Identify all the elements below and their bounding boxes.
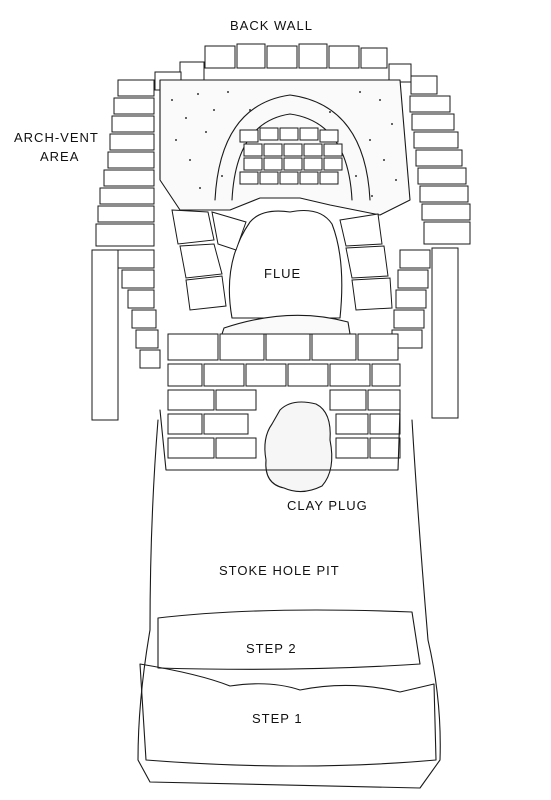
step-2-outline <box>157 609 421 670</box>
arch-vent-label: ARCH-VENT AREA <box>14 128 124 166</box>
right-side-wall <box>391 95 471 419</box>
stoke-hole-pit-outline <box>159 409 401 471</box>
step-1-label: STEP 1 <box>252 711 303 726</box>
flue-jamb-stones <box>171 209 393 311</box>
left-side-wall <box>91 79 161 421</box>
clay-plug <box>264 401 333 493</box>
pit-walls <box>137 419 441 789</box>
flue-opening <box>228 209 343 319</box>
stoke-hole-pit-label: STOKE HOLE PIT <box>219 563 340 578</box>
flue-label: FLUE <box>264 266 302 281</box>
clay-plug-label: CLAY PLUG <box>287 498 368 513</box>
flue-sill <box>221 314 351 335</box>
back-wall-bricks <box>154 43 438 95</box>
step-2-label: STEP 2 <box>246 641 297 656</box>
arch-vent-label-line-1: ARCH-VENT <box>14 130 99 145</box>
back-wall-label: BACK WALL <box>230 18 313 33</box>
rubble-speckles <box>171 91 397 197</box>
step-1-outline <box>139 663 437 767</box>
arch-bricks <box>214 94 371 201</box>
arch-vent-label-line-2: AREA <box>40 149 80 164</box>
stoke-wall-bricks <box>167 333 401 459</box>
